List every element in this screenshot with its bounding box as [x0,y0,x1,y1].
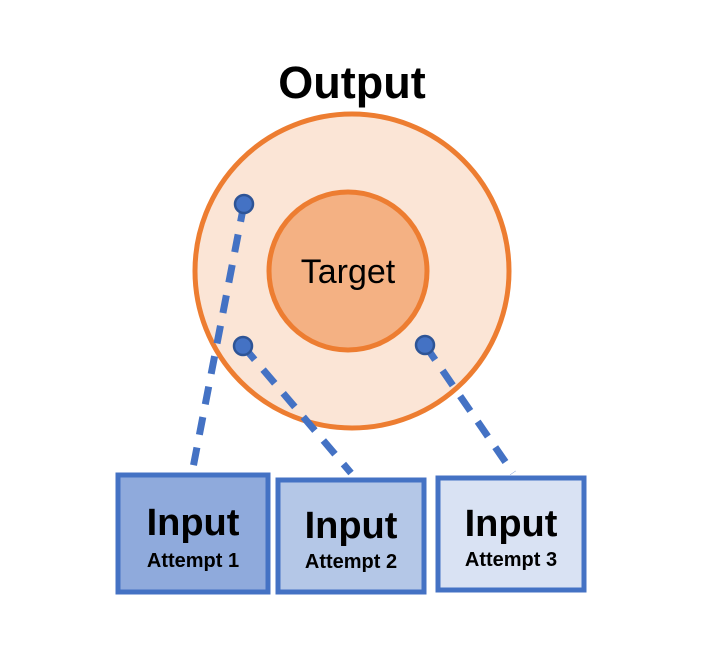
input-box-attempt-1-title: Input [147,502,240,544]
input-box-attempt-3[interactable]: Input Attempt 3 [435,475,587,593]
attempt-2-output-point [232,335,254,357]
input-box-attempt-2-title: Input [305,505,398,547]
page-title: Output [278,57,425,108]
attempt-1-output-point [233,193,255,215]
input-box-attempt-2-subtitle: Attempt 2 [305,551,397,573]
target-label: Target [301,253,396,291]
input-box-attempt-3-rect[interactable] [435,475,587,593]
input-box-attempt-3-title: Input [465,503,558,545]
connector-attempt-2 [240,343,354,476]
input-box-attempt-3-subtitle: Attempt 3 [465,549,557,571]
target-region-circle [266,189,430,353]
input-box-attempt-2[interactable]: Input Attempt 2 [275,477,427,595]
input-box-attempt-1[interactable]: Input Attempt 1 [115,472,271,595]
input-box-attempt-1-rect[interactable] [115,472,271,595]
attempt-3-output-point [414,334,436,356]
connector-attempt-1 [188,203,248,474]
input-box-attempt-2-rect[interactable] [275,477,427,595]
input-box-attempt-1-subtitle: Attempt 1 [147,550,239,572]
connector-attempt-3 [422,343,516,475]
